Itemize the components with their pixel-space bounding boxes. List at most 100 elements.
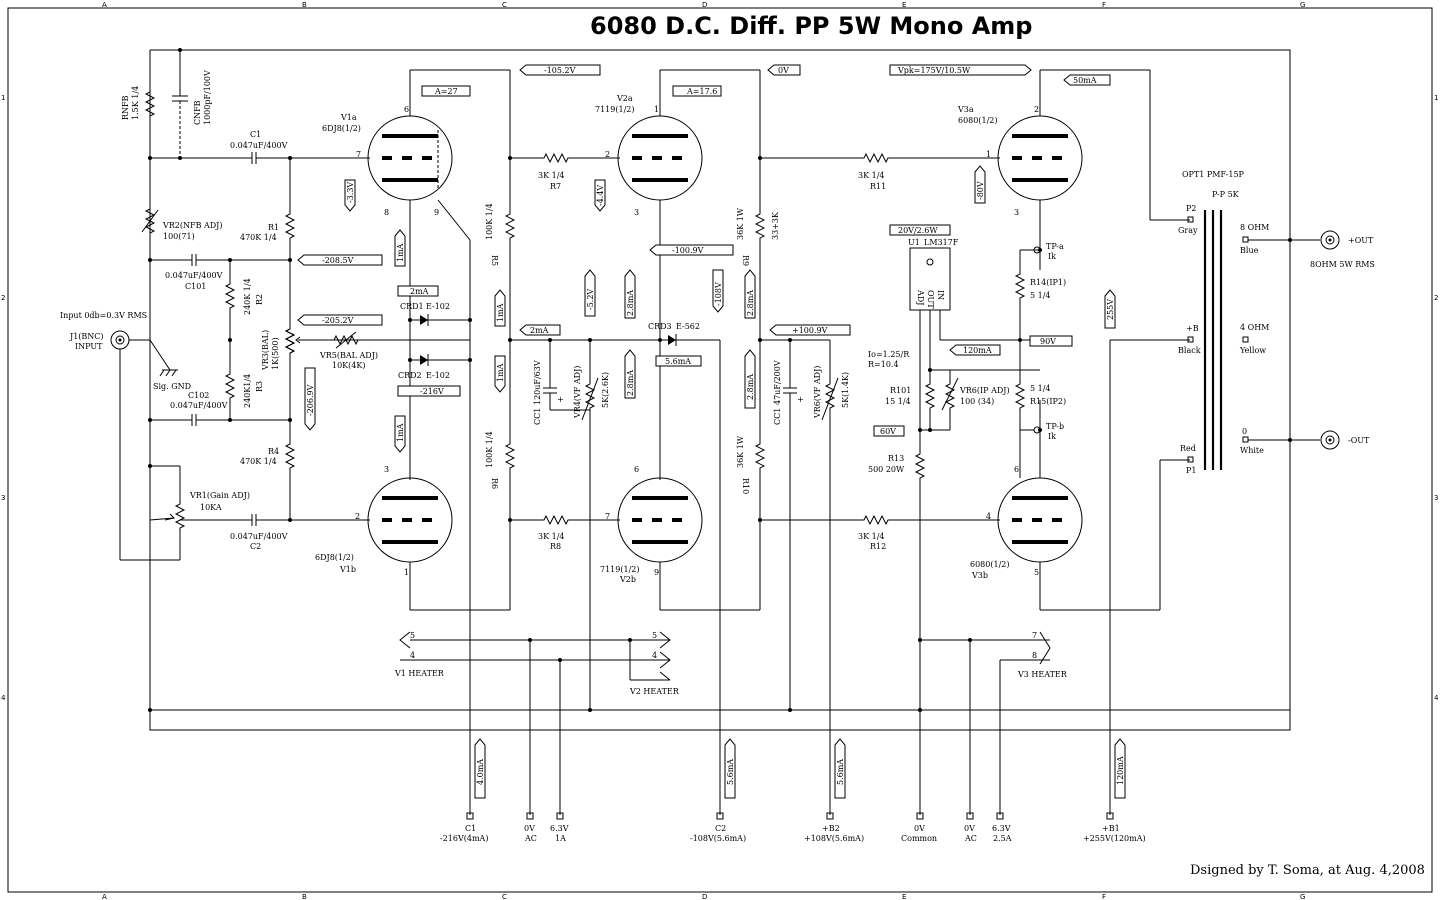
tag-56ma-a: 5.6mA	[724, 738, 736, 799]
svg-text:6.3V: 6.3V	[992, 824, 1011, 833]
r3-label: R3	[255, 381, 264, 392]
svg-text:1mA: 1mA	[496, 303, 505, 322]
r4-label: R4	[268, 447, 279, 456]
sig-gnd-symbol: Sig. GND	[149, 339, 191, 391]
v1b-pin1: 1	[404, 568, 409, 577]
tag-90v: 90V	[1029, 335, 1073, 347]
speaker-out-positive[interactable]: +OUT 8OHM 5W RMS	[1288, 230, 1375, 269]
gray-label: Gray	[1178, 226, 1198, 235]
svg-text:-205.2V: -205.2V	[322, 316, 354, 325]
vr5-label: VR5(BAL ADJ)	[319, 351, 378, 360]
p2-label: P2	[1186, 204, 1196, 213]
svg-text:-4.4V: -4.4V	[596, 185, 605, 206]
tag-60v: 60V	[873, 425, 905, 437]
tube-v1b: 2 3 1 6DJ8(1/2) V1b	[315, 465, 510, 611]
vr6-label: VR6(VF ADJ)	[813, 366, 822, 419]
tag-255v: 255V	[1104, 289, 1116, 329]
vr6-value: 5K(1.4K)	[841, 372, 850, 408]
r11-value: 3K 1/4	[858, 171, 884, 180]
r9-r10: 36K 1W R9 33+3K 36K 1W R10	[736, 156, 780, 610]
svg-text:-105.2V: -105.2V	[544, 66, 576, 75]
tpa-label: TP-a	[1046, 242, 1064, 251]
v2a-pin1: 1	[654, 105, 659, 114]
vr6b-label: VR6(IP ADJ)	[959, 386, 1010, 395]
r10-label: R10	[741, 478, 750, 494]
c102-label: C102	[188, 391, 209, 400]
j1-input-jack[interactable]: Input 0db=0.3V RMS J1(BNC) INPUT	[60, 311, 180, 561]
tube-v1a: V1a 6DJ8(1/2) 6 7 8 9	[322, 69, 511, 815]
svg-text:0V: 0V	[964, 824, 975, 833]
svg-text:-3.3V: -3.3V	[346, 182, 355, 203]
svg-text:6.3V: 6.3V	[550, 824, 569, 833]
v2h-5: 5	[652, 631, 657, 640]
tag-44v: -4.4V	[594, 179, 606, 212]
r2-value: 240K 1/4	[243, 278, 252, 315]
v3b-pin6: 6	[1014, 465, 1019, 474]
tag-1ma-b: 1mA	[494, 289, 506, 327]
r13-value: 500 20W	[868, 465, 905, 474]
cc1b-plus: +	[797, 395, 804, 404]
r101-vr6b: R101 15 1/4 VR6(IP ADJ) 100 (34)	[885, 368, 1010, 432]
tag-2ma-a: 2mA	[397, 285, 439, 297]
heater-wiring: 5 4 5 4 V1 HEATER V2 HEATER 7 8 V3 HEATE…	[148, 631, 1068, 815]
r8-value: 3K 1/4	[538, 532, 564, 541]
v3h-8: 8	[1032, 651, 1037, 660]
vr5-value: 10K(4K)	[332, 361, 365, 370]
svg-text:2.8mA: 2.8mA	[626, 370, 635, 396]
sig-gnd-label: Sig. GND	[153, 382, 191, 391]
tag-216v: -216V	[397, 385, 461, 397]
svg-text:2.8mA: 2.8mA	[626, 290, 635, 316]
col-f-top: F	[1102, 1, 1106, 9]
ohm0-label: 0	[1242, 427, 1247, 436]
svg-text:0V: 0V	[914, 824, 925, 833]
v1h-4: 4	[410, 651, 415, 660]
tpa-sub: Ik	[1048, 252, 1056, 261]
tag-a27: A=27	[421, 85, 471, 97]
tag-2052v: -205.2V	[297, 314, 383, 326]
svg-text:120mA: 120mA	[963, 346, 992, 355]
v3a-name: V3a	[957, 105, 974, 114]
v3b-pin5: 5	[1034, 568, 1039, 577]
svg-text:-80V: -80V	[976, 181, 985, 200]
tag-1ma-c: 1mA	[494, 355, 506, 393]
terminal-c2: C2-108V(5.6mA)	[690, 812, 746, 843]
svg-text:-208.5V: -208.5V	[322, 256, 354, 265]
v1a-pin8: 8	[384, 208, 389, 217]
tag-1ma-d: 1mA	[394, 415, 406, 453]
svg-text:+B2: +B2	[822, 824, 840, 833]
v1b-type: 6DJ8(1/2)	[315, 553, 354, 562]
col-a-bot: A	[102, 893, 107, 900]
cc1b-vr6: + CC1 47uF/200V VR6(VF ADJ) 5K(1.4K)	[760, 338, 850, 815]
tube-v2b: 7 6 9 7119(1/2) V2b	[600, 465, 760, 611]
c101-label: C101	[185, 282, 206, 291]
vr4-label: VR4(VF ADJ)	[573, 366, 582, 419]
row-1-left: 1	[1, 94, 5, 102]
vr3-label: VR3(BAL)	[261, 330, 270, 371]
u1-out: OUT	[926, 290, 935, 309]
diagram-title: 6080 D.C. Diff. PP 5W Mono Amp	[590, 12, 1032, 40]
tpb-label: TP-b	[1046, 422, 1064, 431]
out-minus-label: -OUT	[1348, 436, 1370, 445]
r1-label: R1	[268, 223, 279, 232]
c2-cap: 0.047uF/400V C2	[180, 513, 370, 551]
c1-cap: C1 0.047uF/400V	[150, 130, 370, 165]
crd1-diode: CRD1 E-102	[400, 302, 472, 326]
col-a-top: A	[102, 1, 107, 9]
yellow-label: Yellow	[1239, 346, 1266, 355]
svg-text:1mA: 1mA	[396, 243, 405, 262]
u1-value: LM317F	[924, 238, 959, 247]
crd2-value: E-102	[426, 371, 450, 380]
svg-text:-108V: -108V	[714, 282, 723, 306]
v3-heater-label: V3 HEATER	[1017, 670, 1068, 679]
r11-label: R11	[870, 182, 886, 191]
tag-4ma: 4.0mA	[474, 738, 486, 799]
ohm4-label: 4 OHM	[1240, 323, 1269, 332]
v2b-type: 7119(1/2)	[600, 565, 639, 574]
speaker-out-negative[interactable]: -OUT	[1288, 430, 1370, 450]
vr3-bal-pot: VR3(BAL) 1K(500) VR5(BAL ADJ) 10K(4K)	[261, 324, 470, 371]
terminal-b1: +B1+255V(120mA)	[1083, 812, 1146, 843]
